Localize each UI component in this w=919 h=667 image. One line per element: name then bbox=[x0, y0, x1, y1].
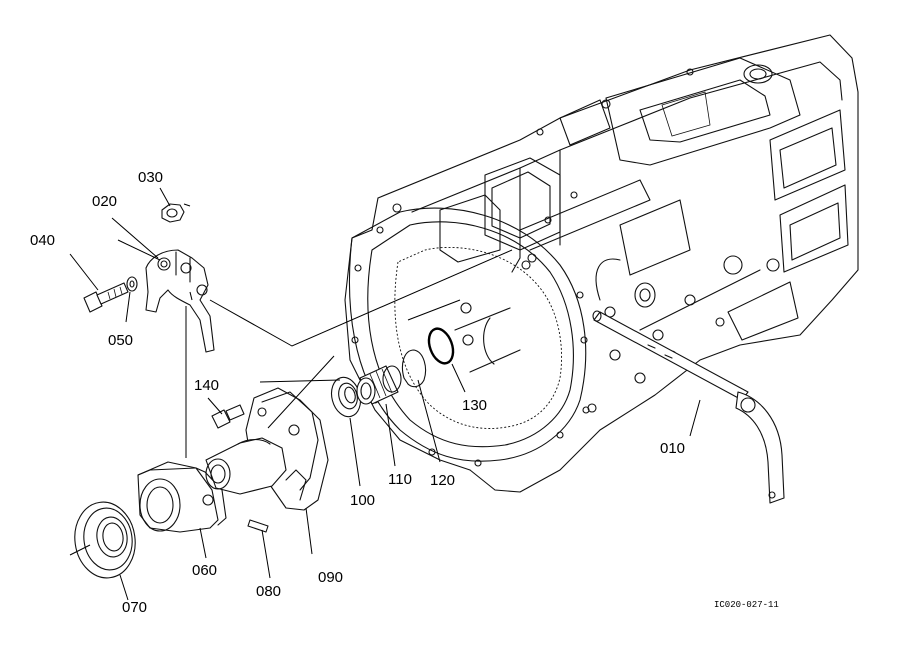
label-030: 030 bbox=[138, 169, 163, 186]
label-090: 090 bbox=[318, 569, 343, 586]
shift-fork-020 bbox=[145, 249, 215, 353]
o-ring-130 bbox=[427, 327, 455, 365]
assembly-lines bbox=[69, 203, 513, 556]
leader-lines bbox=[69, 187, 701, 601]
label-070: 070 bbox=[122, 599, 147, 616]
label-040: 040 bbox=[30, 232, 55, 249]
snap-ring-120 bbox=[401, 349, 427, 388]
label-140: 140 bbox=[194, 377, 219, 394]
transmission-housing bbox=[344, 34, 859, 493]
part-labels: 010 020 030 040 050 060 070 080 090 100 … bbox=[30, 169, 779, 616]
oil-seal-100 bbox=[330, 376, 362, 418]
label-130: 130 bbox=[462, 397, 487, 414]
shift-rod-010 bbox=[592, 310, 785, 504]
nut-030 bbox=[161, 203, 185, 223]
bearing-holder-090 bbox=[205, 387, 329, 511]
pin-080 bbox=[247, 519, 269, 533]
washer-050 bbox=[126, 276, 138, 292]
drawing-code: IC020-027-11 bbox=[714, 600, 779, 610]
bolt-040 bbox=[83, 282, 129, 313]
label-120: 120 bbox=[430, 472, 455, 489]
release-bearing-070 bbox=[74, 501, 136, 579]
label-020: 020 bbox=[92, 193, 117, 210]
needle-bearing-110 bbox=[356, 365, 402, 405]
label-100: 100 bbox=[350, 492, 375, 509]
label-050: 050 bbox=[108, 332, 133, 349]
label-010: 010 bbox=[660, 440, 685, 457]
label-080: 080 bbox=[256, 583, 281, 600]
label-060: 060 bbox=[192, 562, 217, 579]
label-110: 110 bbox=[388, 471, 412, 488]
